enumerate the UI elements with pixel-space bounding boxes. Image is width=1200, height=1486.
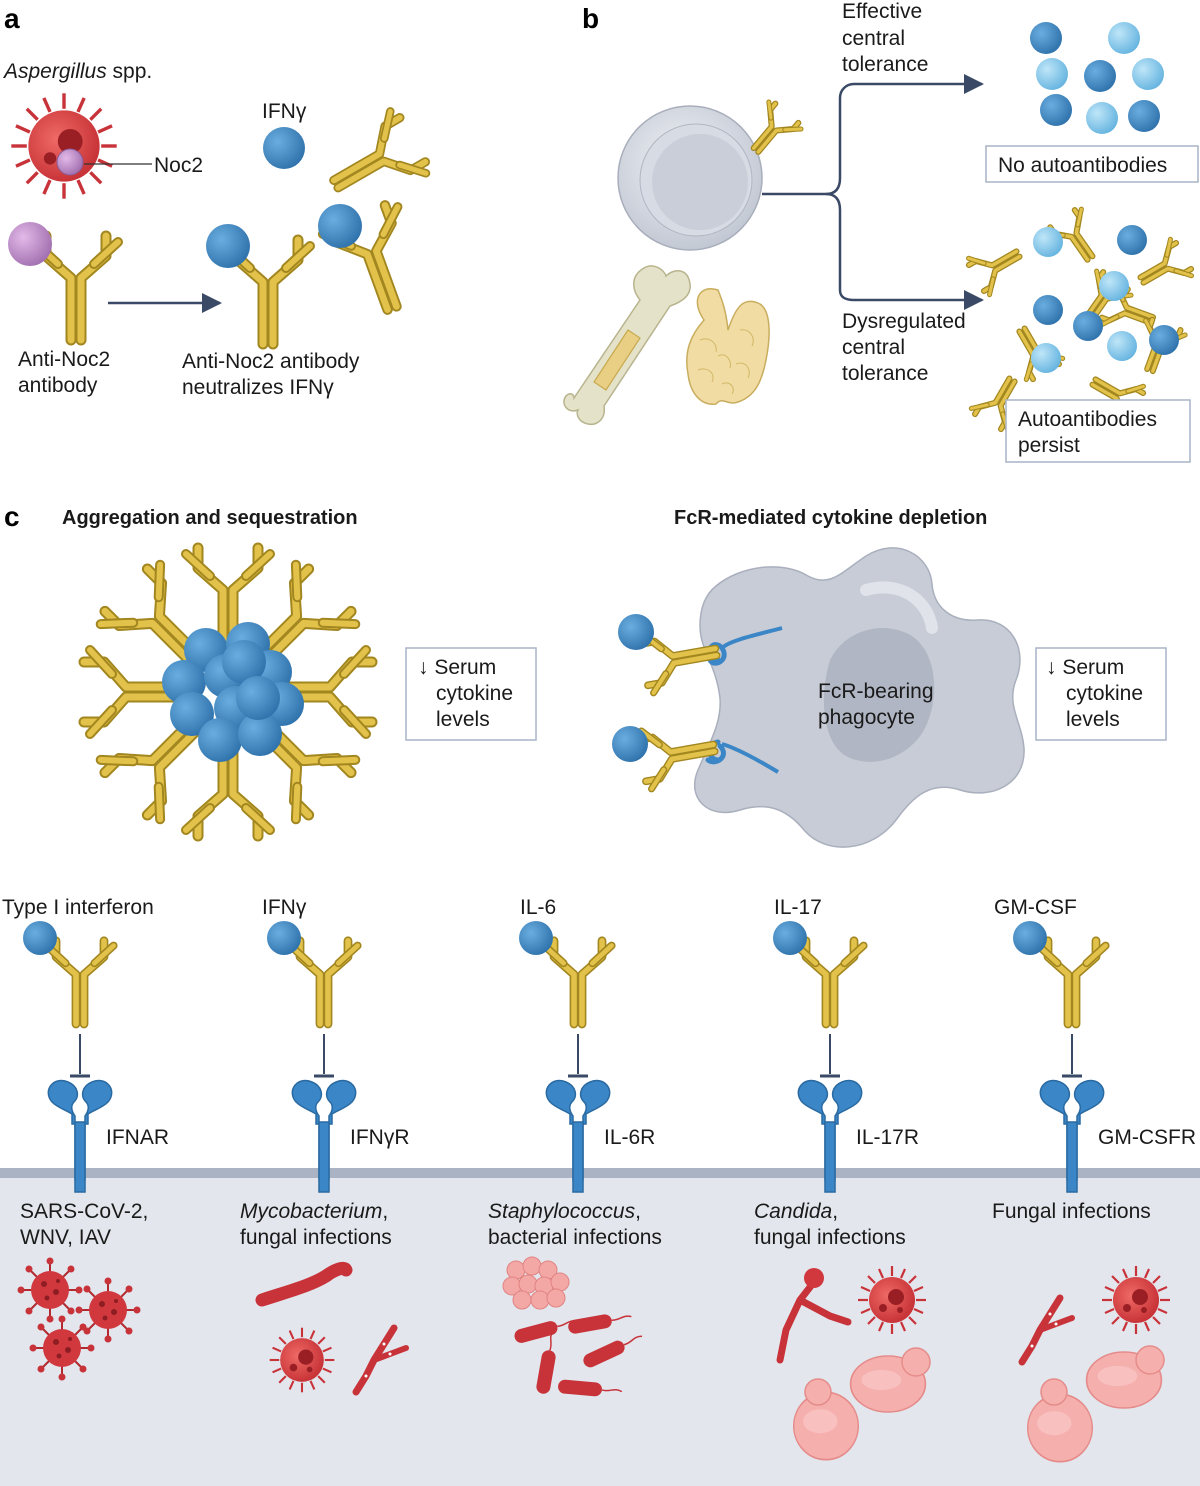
- serum-line3-a: levels: [436, 708, 490, 731]
- cytokine-label: IFNγ: [262, 896, 307, 919]
- cytokine-label: IL-17: [774, 896, 822, 919]
- receptor-label: IFNγR: [350, 1126, 410, 1149]
- ifng-neutralized-1: [206, 224, 250, 268]
- column-ifng: IFNγ IFNγR Mycobacterium, fungal infecti…: [240, 896, 410, 1392]
- cytokine-label: Type I interferon: [2, 896, 154, 919]
- aggregation-title: Aggregation and sequestration: [62, 507, 358, 529]
- effective-line1: Effective: [842, 0, 922, 23]
- ifng-neutralized-2: [318, 204, 362, 248]
- antibody-ifng-top: [318, 109, 430, 215]
- persist-line1: Autoantibodies: [1018, 408, 1157, 431]
- panel-label-b: b: [582, 3, 599, 34]
- dysregulated-line3: tolerance: [842, 362, 928, 385]
- noc2-protein: [56, 148, 84, 176]
- receptor-label: IFNAR: [106, 1126, 169, 1149]
- free-cytokines: [1030, 22, 1164, 134]
- cytokine-label: IL-6: [520, 896, 556, 919]
- autoantibody-complexes: [966, 207, 1194, 432]
- staphylococcus-icons: [502, 1256, 570, 1310]
- thymus-icon: [686, 288, 770, 405]
- infection-line1: Fungal infections: [992, 1200, 1151, 1223]
- noc2-bound: [8, 222, 52, 266]
- infection-line2: fungal infections: [240, 1226, 392, 1249]
- no-autoantibodies-box: [985, 145, 1199, 183]
- receptor-label: IL-17R: [856, 1126, 919, 1149]
- serum-box-fcr: [1035, 647, 1167, 741]
- fcr-title: FcR-mediated cytokine depletion: [674, 507, 987, 529]
- immune-complex-aggregate: [84, 548, 372, 836]
- persist-line2: persist: [1018, 434, 1080, 457]
- fcr-complex-1: [618, 614, 783, 694]
- aspergillus-spore: [9, 91, 119, 201]
- serum-line1-b: ↓ Serum: [1046, 656, 1124, 679]
- effective-line3: tolerance: [842, 53, 928, 76]
- serum-line2-b: cytokine: [1066, 682, 1143, 705]
- ifng-cytokine: [263, 127, 305, 169]
- infection-line1: Candida,: [754, 1200, 838, 1223]
- candida-icons: [776, 1264, 931, 1461]
- column-type-i-interferon: Type I interferon IFNAR SARS-CoV-2, WNV,…: [2, 896, 169, 1382]
- serum-line1-a: ↓ Serum: [418, 656, 496, 679]
- noc2-label: Noc2: [154, 154, 203, 177]
- anti-noc2-line2: antibody: [18, 374, 98, 397]
- arrow-dysregulated: [825, 192, 984, 310]
- dysregulated-line1: Dysregulated: [842, 310, 966, 333]
- receptor-label: GM-CSFR: [1098, 1126, 1196, 1149]
- serum-box-aggregation: [405, 647, 537, 741]
- mycobacterium-icons: [255, 1261, 406, 1392]
- infection-line1: SARS-CoV-2,: [20, 1200, 148, 1223]
- tissue-background: [0, 1176, 1200, 1486]
- dysregulated-line2: central: [842, 336, 905, 359]
- cell-membrane: [0, 1168, 1200, 1178]
- anti-noc2-line1: Anti-Noc2: [18, 348, 110, 371]
- bone-marrow-icon: [563, 265, 691, 426]
- column-gm-csf: GM-CSF GM-CSFR Fungal infections: [992, 896, 1196, 1463]
- effective-line2: central: [842, 27, 905, 50]
- arrow-effective: [762, 74, 984, 196]
- column-il17: IL-17 IL-17R Candida, fungal infections: [754, 896, 931, 1461]
- column-il6: IL-6 IL-6R Staphylococcus, bacterial inf…: [488, 896, 662, 1400]
- phagocyte-line1: FcR-bearing: [818, 680, 934, 703]
- ifng-label-a: IFNγ: [262, 100, 307, 123]
- phagocyte-line2: phagocyte: [818, 706, 915, 729]
- organism-label: Aspergillus spp.: [2, 60, 152, 83]
- infection-line2: fungal infections: [754, 1226, 906, 1249]
- infection-line1: Mycobacterium,: [240, 1200, 388, 1223]
- serum-line3-b: levels: [1066, 708, 1120, 731]
- panel-label-c: c: [4, 501, 20, 532]
- neutralizes-line1: Anti-Noc2 antibody: [182, 350, 360, 373]
- serum-line2-a: cytokine: [436, 682, 513, 705]
- cytokine-label: GM-CSF: [994, 896, 1077, 919]
- infection-line2: bacterial infections: [488, 1226, 662, 1249]
- panel-label-a: a: [4, 3, 20, 34]
- neutralizes-line2: neutralizes IFNγ: [182, 376, 334, 399]
- fungal-icons: [1022, 1264, 1172, 1463]
- infection-line1: Staphylococcus,: [488, 1200, 641, 1223]
- autoantibodies-persist-box: [1005, 399, 1191, 463]
- no-autoantibodies-label: No autoantibodies: [998, 154, 1167, 177]
- b-cell: [617, 105, 763, 251]
- receptor-label: IL-6R: [604, 1126, 655, 1149]
- fcr-complex-2: [612, 719, 780, 790]
- infection-line2: WNV, IAV: [20, 1226, 111, 1249]
